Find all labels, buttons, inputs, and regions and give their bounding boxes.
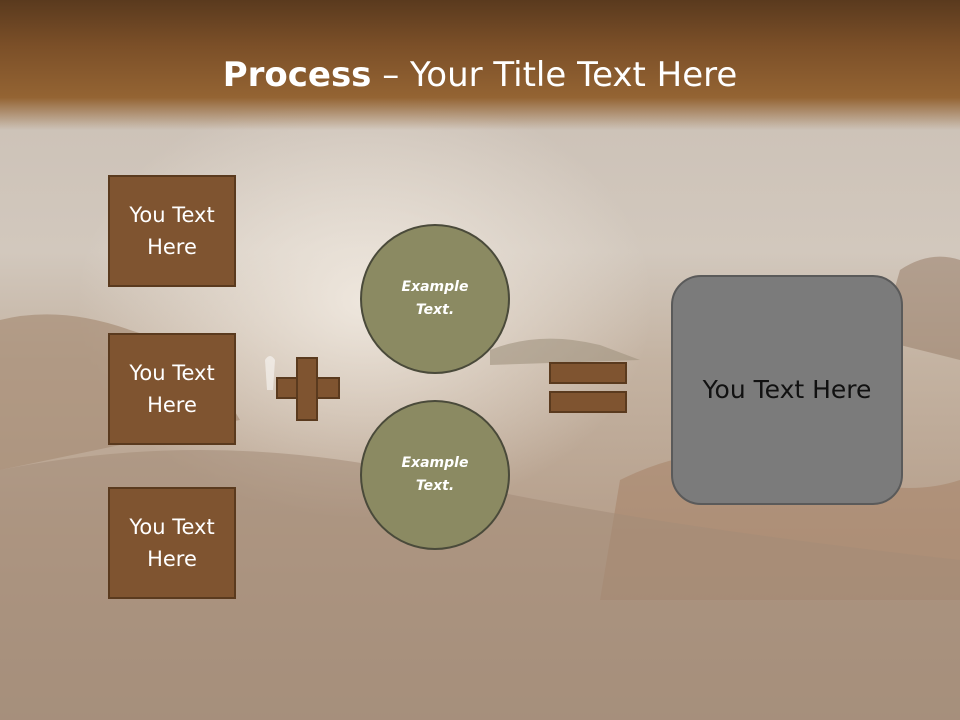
result-box-label: You Text Here — [702, 375, 872, 404]
input-box-2: You Text Here — [108, 333, 236, 445]
example-circle-2: Example Text. — [360, 400, 510, 550]
input-box-label: You Text Here — [129, 515, 215, 571]
equals-icon-top-bar — [549, 362, 627, 384]
input-box-1: You Text Here — [108, 175, 236, 287]
example-circle-1: Example Text. — [360, 224, 510, 374]
example-circle-label: Example Text. — [401, 279, 469, 318]
plus-icon — [276, 357, 340, 421]
input-box-label: You Text Here — [129, 361, 215, 417]
title-bar — [0, 0, 960, 130]
title-rest: – Your Title Text Here — [371, 55, 738, 95]
input-box-label: You Text Here — [129, 203, 215, 259]
input-box-3: You Text Here — [108, 487, 236, 599]
result-box: You Text Here — [671, 275, 903, 505]
page-title: Process – Your Title Text Here — [0, 50, 960, 100]
equals-icon-bottom-bar — [549, 391, 627, 413]
title-bold: Process — [222, 55, 372, 95]
example-circle-label: Example Text. — [401, 455, 469, 494]
